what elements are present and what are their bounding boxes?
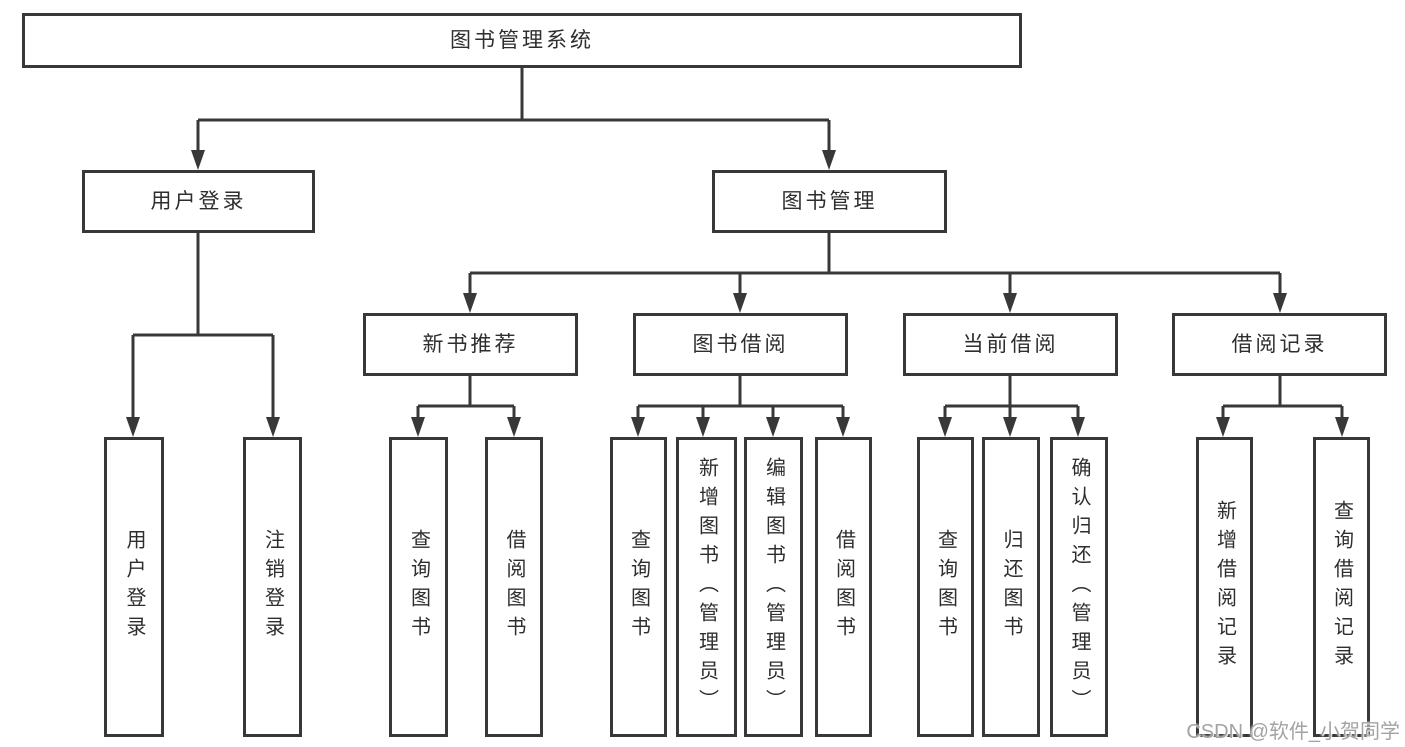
node-label: 用户登录 bbox=[150, 190, 247, 213]
node-label: 借阅图书 bbox=[503, 529, 525, 645]
node-label: 查询图书 bbox=[934, 529, 957, 645]
node-label: 新增借阅记录 bbox=[1213, 500, 1236, 674]
connector-current-borrow-children bbox=[938, 376, 1085, 437]
node-label: 注销登录 bbox=[261, 529, 284, 645]
node-label: 当前借阅 bbox=[962, 333, 1059, 356]
node-label: 查询借阅记录 bbox=[1330, 500, 1353, 674]
node-label: 新书推荐 bbox=[422, 333, 519, 356]
node-new-book-recommend: 新书推荐 bbox=[363, 313, 578, 376]
node-label: 图书管理 bbox=[781, 190, 878, 213]
leaf-edit-book-admin: 编辑图书（管理员） bbox=[744, 437, 803, 737]
node-label: 确认归还（管理员） bbox=[1068, 456, 1090, 718]
leaf-confirm-return-admin: 确认归还（管理员） bbox=[1050, 437, 1108, 737]
arrow-down-icon bbox=[1273, 293, 1287, 313]
arrow-down-icon bbox=[266, 417, 280, 437]
connector-user-login-children bbox=[126, 233, 280, 437]
connector-root-to-level2 bbox=[191, 68, 836, 170]
arrow-down-icon bbox=[1216, 417, 1230, 437]
connector-new-book-children bbox=[411, 376, 521, 437]
node-label: 新增图书（管理员） bbox=[695, 456, 718, 718]
leaf-add-borrow-record: 新增借阅记录 bbox=[1196, 437, 1253, 737]
arrow-down-icon bbox=[766, 417, 780, 437]
node-root-system: 图书管理系统 bbox=[22, 13, 1022, 68]
arrow-down-icon bbox=[1003, 417, 1017, 437]
leaf-query-book-borrow: 查询图书 bbox=[610, 437, 667, 737]
arrow-down-icon bbox=[822, 150, 836, 170]
leaf-query-book-recommend: 查询图书 bbox=[389, 437, 448, 737]
node-current-borrow: 当前借阅 bbox=[903, 313, 1118, 376]
leaf-query-book-current: 查询图书 bbox=[917, 437, 974, 737]
leaf-query-borrow-record: 查询借阅记录 bbox=[1313, 437, 1370, 737]
arrow-down-icon bbox=[126, 417, 140, 437]
leaf-logout: 注销登录 bbox=[243, 437, 302, 737]
arrow-down-icon bbox=[507, 417, 521, 437]
arrow-down-icon bbox=[733, 293, 747, 313]
node-book-management: 图书管理 bbox=[712, 170, 947, 233]
node-label: 用户登录 bbox=[123, 529, 145, 645]
node-label: 图书管理系统 bbox=[450, 29, 594, 52]
node-borrow-records: 借阅记录 bbox=[1172, 313, 1387, 376]
arrow-down-icon bbox=[938, 417, 952, 437]
arrow-down-icon bbox=[631, 417, 645, 437]
leaf-borrow-book-recommend: 借阅图书 bbox=[485, 437, 543, 737]
node-label: 图书借阅 bbox=[692, 333, 789, 356]
arrow-down-icon bbox=[411, 417, 425, 437]
arrow-down-icon bbox=[1071, 417, 1085, 437]
leaf-add-book-admin: 新增图书（管理员） bbox=[676, 437, 737, 737]
leaf-user-login: 用户登录 bbox=[104, 437, 164, 737]
arrow-down-icon bbox=[463, 293, 477, 313]
node-user-login: 用户登录 bbox=[82, 170, 315, 233]
node-label: 借阅图书 bbox=[832, 529, 855, 645]
watermark: CSDN @软件_小贺同学 bbox=[1186, 721, 1400, 743]
node-label: 编辑图书（管理员） bbox=[762, 456, 785, 718]
arrow-down-icon bbox=[191, 150, 205, 170]
leaf-borrow-book: 借阅图书 bbox=[815, 437, 872, 737]
arrow-down-icon bbox=[1003, 293, 1017, 313]
connector-book-borrow-children bbox=[631, 376, 850, 437]
leaf-return-book: 归还图书 bbox=[982, 437, 1040, 737]
arrow-down-icon bbox=[1335, 417, 1349, 437]
arrow-down-icon bbox=[696, 417, 710, 437]
node-label: 借阅记录 bbox=[1231, 333, 1328, 356]
node-book-borrow: 图书借阅 bbox=[633, 313, 848, 376]
node-label: 查询图书 bbox=[627, 529, 650, 645]
node-label: 查询图书 bbox=[407, 529, 430, 645]
node-label: 归还图书 bbox=[1000, 529, 1022, 645]
arrow-down-icon bbox=[836, 417, 850, 437]
connector-book-management-children bbox=[463, 233, 1287, 313]
connector-borrow-record-children bbox=[1216, 376, 1349, 437]
